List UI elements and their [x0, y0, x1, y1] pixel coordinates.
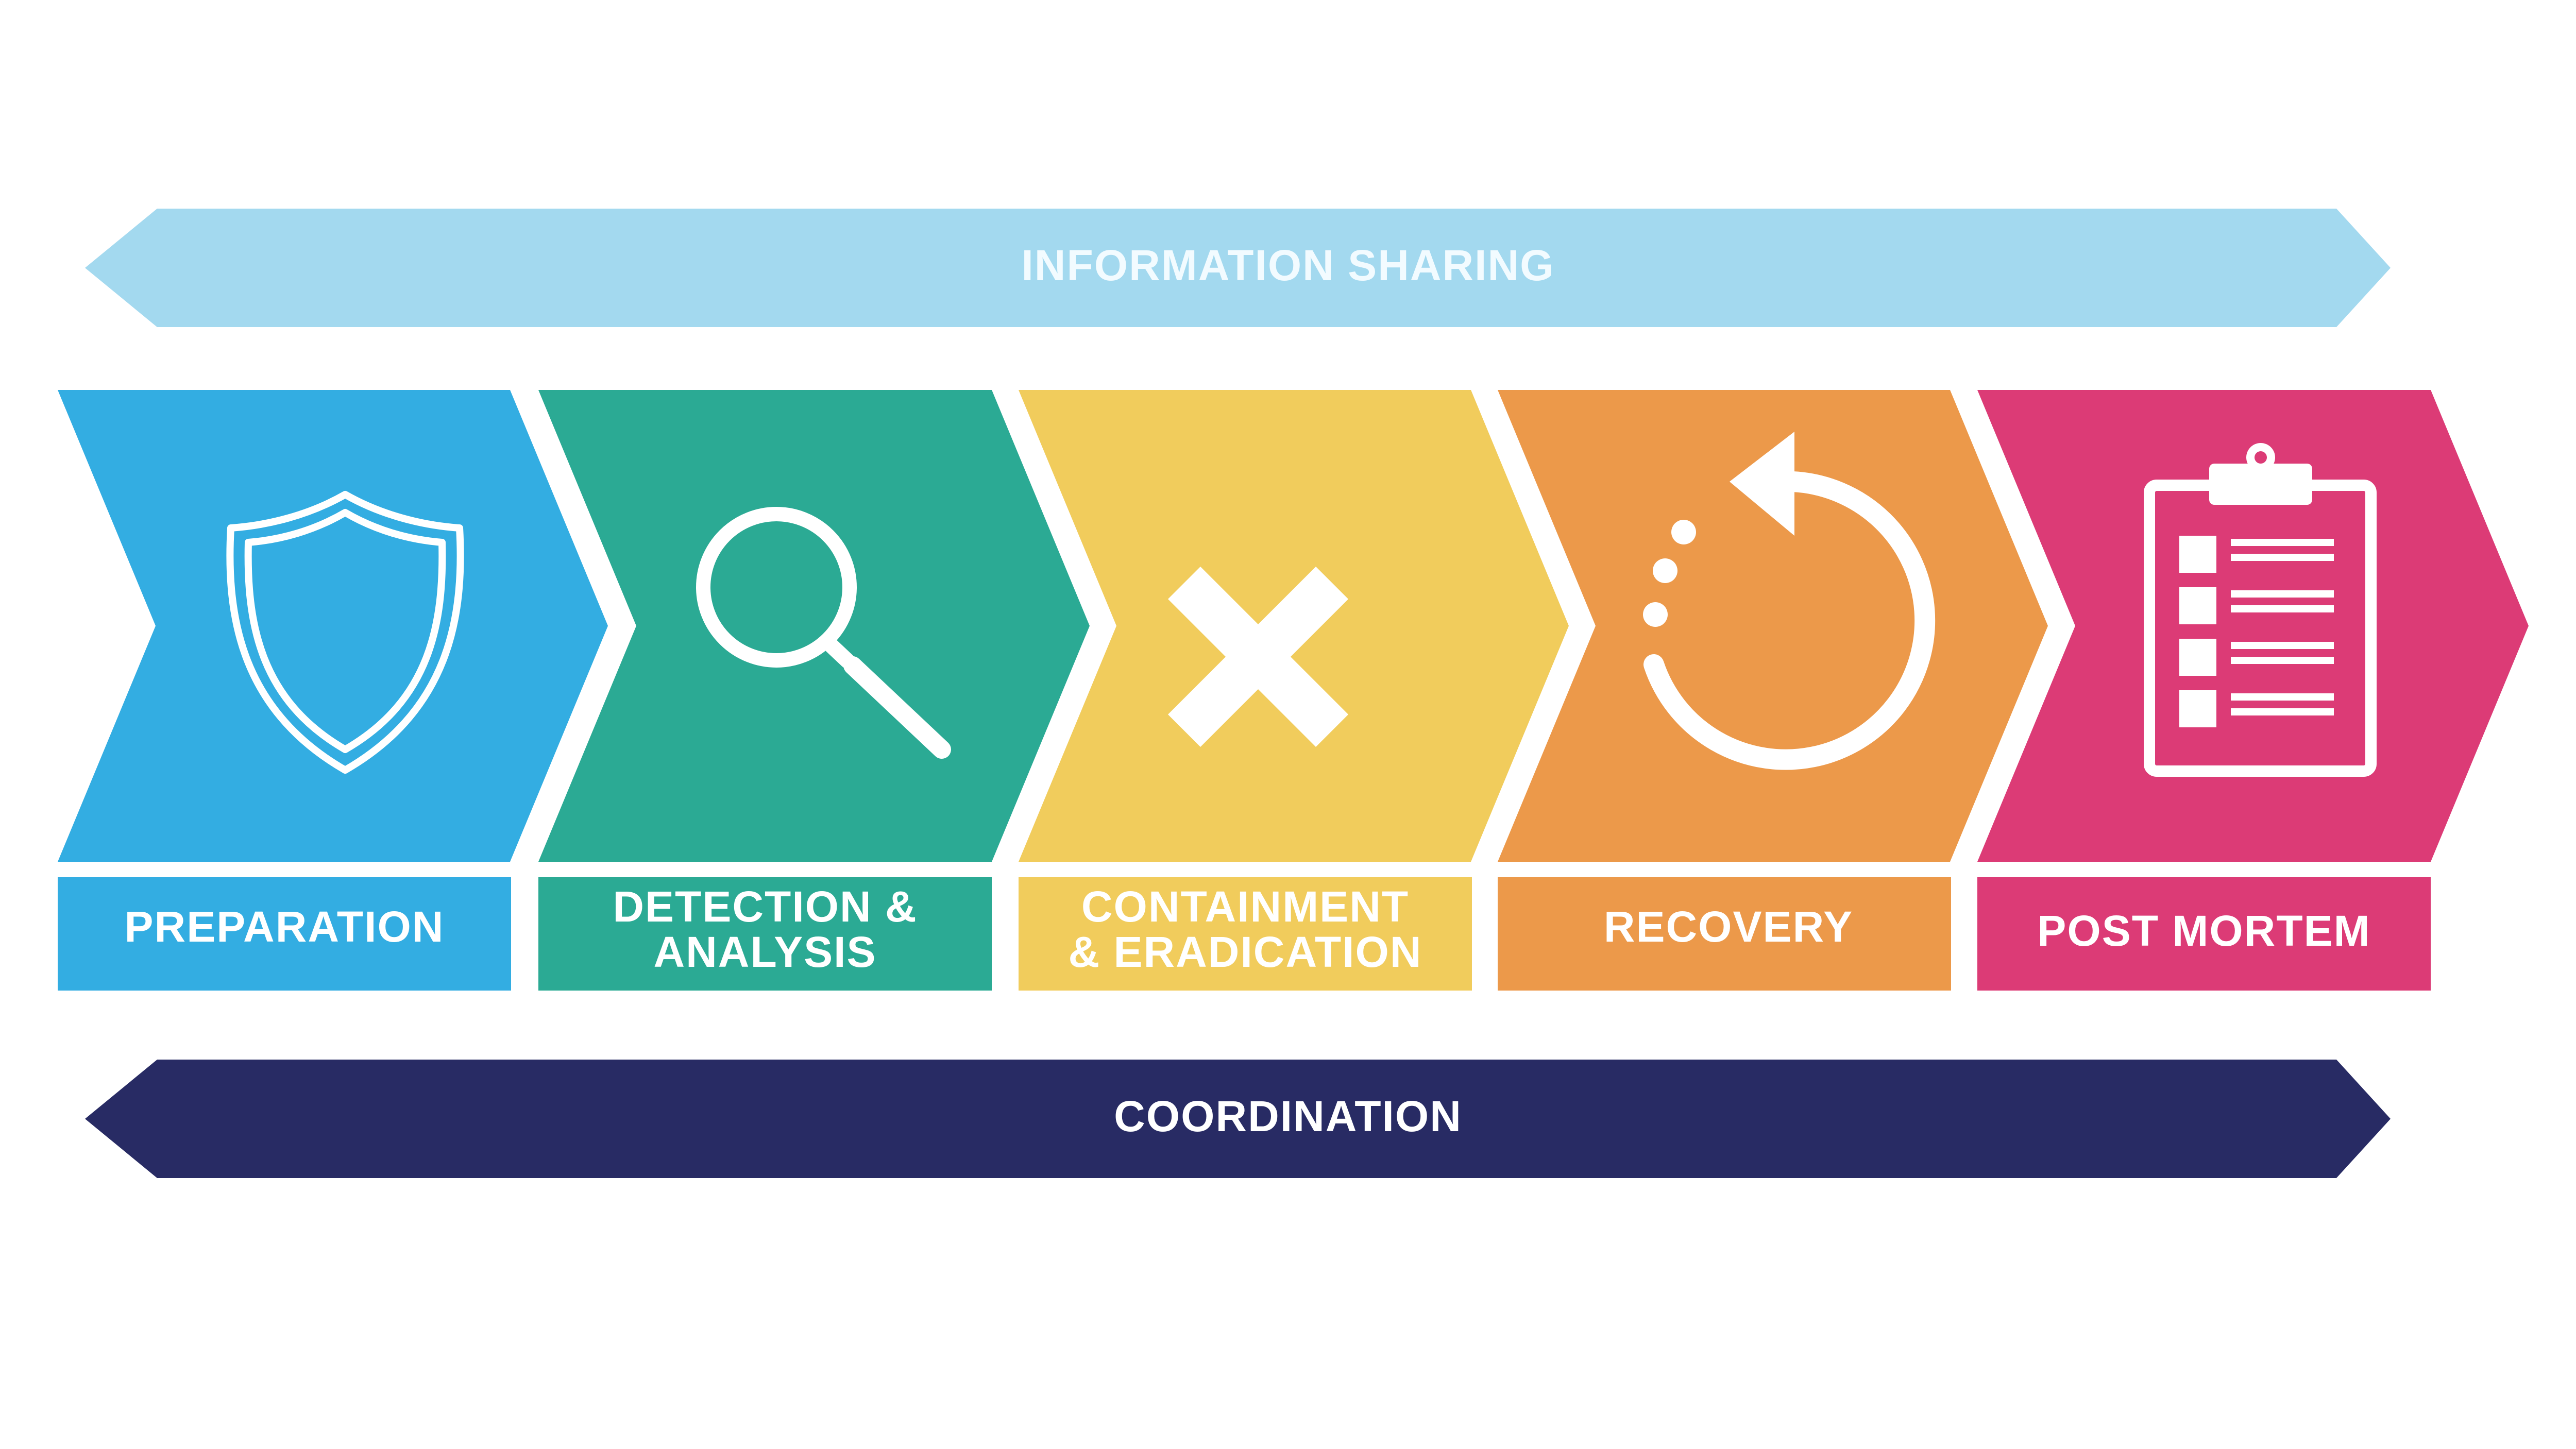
recovery-arrow-icon: [1643, 432, 1936, 770]
detection-analysis-label-line-2: ANALYSIS: [653, 928, 876, 976]
x-mark-icon: [1168, 567, 1348, 747]
stage-labels: PREPARATION DETECTION & ANALYSIS CONTAIN…: [58, 877, 2431, 991]
recovery-label-box: [1498, 877, 1951, 991]
post-mortem-chevron: [1977, 390, 2529, 862]
coordination-band: COORDINATION: [85, 1060, 2391, 1178]
post-mortem-label: POST MORTEM: [2037, 907, 2370, 955]
post-mortem-label-box: [1977, 877, 2431, 991]
detection-analysis-label-box: [538, 877, 992, 991]
detection-analysis-label-line-1: DETECTION &: [613, 882, 917, 931]
clipboard-checklist-icon: [2144, 443, 2377, 777]
coordination-label: COORDINATION: [1114, 1092, 1462, 1140]
preparation-label-box: [58, 877, 511, 991]
containment-eradication-label-line-1: CONTAINMENT: [1081, 882, 1409, 931]
recovery-chevron: [1498, 390, 2048, 862]
containment-eradication-label-line-2: & ERADICATION: [1068, 928, 1422, 976]
magnifier-icon: [696, 507, 951, 759]
information-sharing-label: INFORMATION SHARING: [1021, 241, 1554, 289]
preparation-chevron: [58, 390, 608, 862]
preparation-label: PREPARATION: [125, 902, 445, 951]
shield-icon: [226, 491, 464, 774]
detection-analysis-chevron: [538, 390, 1090, 862]
coordination-arrow: [85, 1060, 2391, 1178]
containment-eradication-label-box: [1019, 877, 1472, 991]
information-sharing-arrow: [85, 209, 2391, 327]
information-sharing-band: INFORMATION SHARING: [85, 209, 2391, 327]
recovery-label: RECOVERY: [1604, 902, 1853, 951]
